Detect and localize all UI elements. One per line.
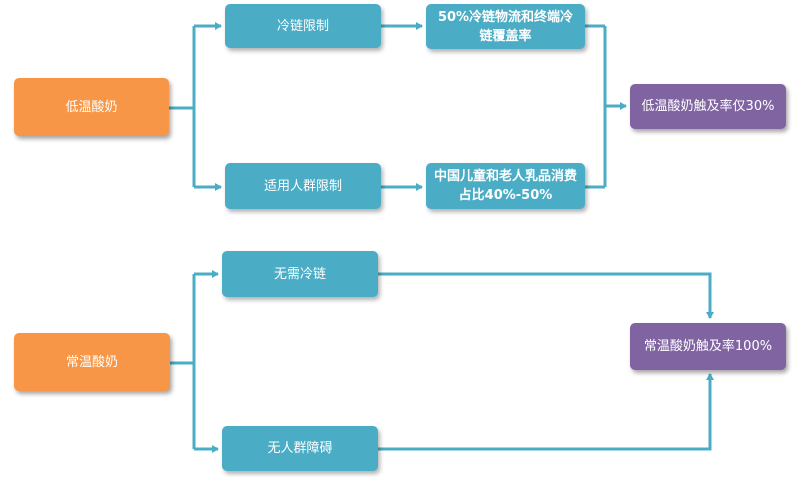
low-temp-reach-label: 低温酸奶触及率仅30%	[641, 99, 775, 114]
cold-chain-coverage-node: 50%冷链物流和终端冷链覆盖率	[426, 4, 585, 49]
population-limit-node: 适用人群限制	[225, 163, 381, 209]
population-limit-label: 适用人群限制	[263, 178, 342, 194]
room-temp-reach-label: 常温酸奶触及率100%	[643, 339, 773, 354]
room-temp-reach-node: 常温酸奶触及率100%	[630, 323, 786, 370]
no-population-barrier-label: 无人群障碍	[267, 441, 333, 456]
no-cold-chain-node: 无需冷链	[222, 251, 378, 297]
low-temp-reach-node: 低温酸奶触及率仅30%	[630, 84, 786, 129]
low-temp-yogurt-node: 低温酸奶	[14, 78, 169, 136]
room-temp-yogurt-node: 常温酸奶	[14, 333, 170, 391]
cold-chain-limit-label: 冷链限制	[276, 18, 329, 34]
low-temp-yogurt-label: 低温酸奶	[65, 99, 118, 115]
cold-chain-coverage-label: 50%冷链物流和终端冷链覆盖率	[437, 9, 574, 44]
no-cold-chain-label: 无需冷链	[273, 266, 326, 282]
room-temp-yogurt-label: 常温酸奶	[65, 354, 118, 370]
cold-chain-limit-node: 冷链限制	[225, 4, 381, 48]
no-population-barrier-node: 无人群障碍	[222, 426, 378, 471]
consumption-share-label: 中国儿童和老人乳品消费占比40%-50%	[433, 169, 577, 203]
connector-no-barrier-to-result	[378, 373, 714, 451]
consumption-share-node: 中国儿童和老人乳品消费占比40%-50%	[426, 163, 585, 209]
connector-no-cold-chain-to-result	[378, 272, 714, 319]
